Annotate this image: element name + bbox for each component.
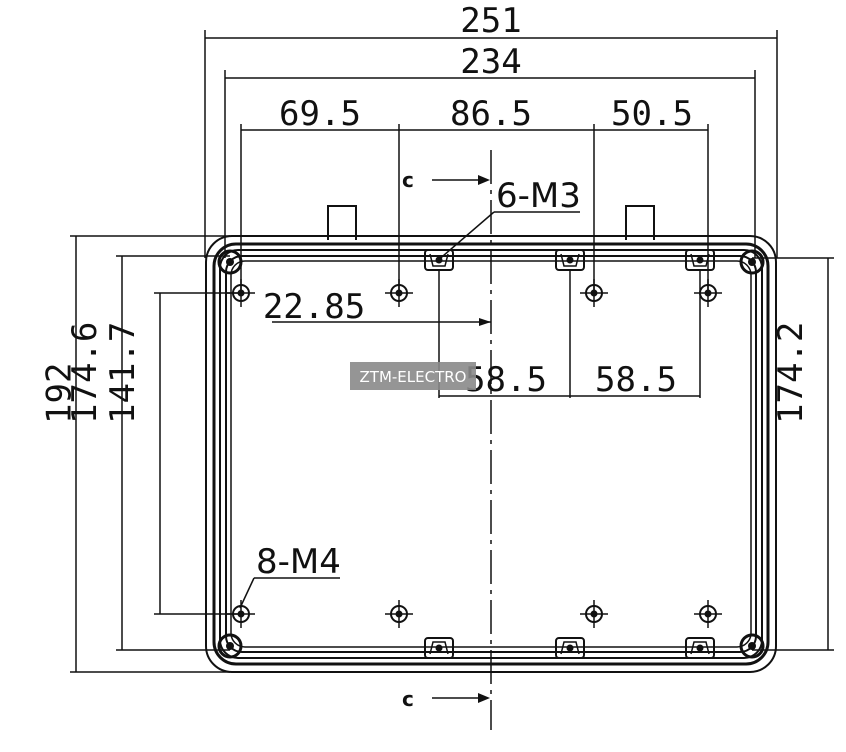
dim-overall-height: 192 <box>39 363 79 424</box>
left-dimension-lines <box>70 235 240 673</box>
dim-seg-left: 69.5 <box>279 94 361 134</box>
dim-offset-center: 22.85 <box>263 287 365 327</box>
dim-height-right: 174.2 <box>771 322 811 424</box>
top-dimension-lines <box>204 30 778 290</box>
dim-inner-width: 234 <box>460 42 521 82</box>
callout-leaders <box>239 211 580 609</box>
watermark-text: ZTM-ELECTRO <box>360 368 467 386</box>
right-dimension-lines <box>752 257 834 651</box>
dim-overall-width: 251 <box>460 1 521 41</box>
corner-screws <box>217 249 765 659</box>
callout-m3-holes: 6-M3 <box>496 176 581 216</box>
dim-hole-spacing-right: 58.5 <box>595 360 677 400</box>
callout-m4-holes: 8-M4 <box>256 542 341 582</box>
dim-hole-spacing-left: 58.5 <box>465 360 547 400</box>
dim-height-holes: 141.7 <box>103 322 143 424</box>
section-mark-top: c <box>402 168 414 192</box>
dim-seg-right: 50.5 <box>611 94 693 134</box>
watermark-box <box>350 362 476 390</box>
dim-seg-middle: 86.5 <box>450 94 532 134</box>
section-arrows <box>432 175 490 703</box>
section-mark-bottom: c <box>402 687 414 711</box>
dim-height-left: 174.6 <box>65 322 105 424</box>
